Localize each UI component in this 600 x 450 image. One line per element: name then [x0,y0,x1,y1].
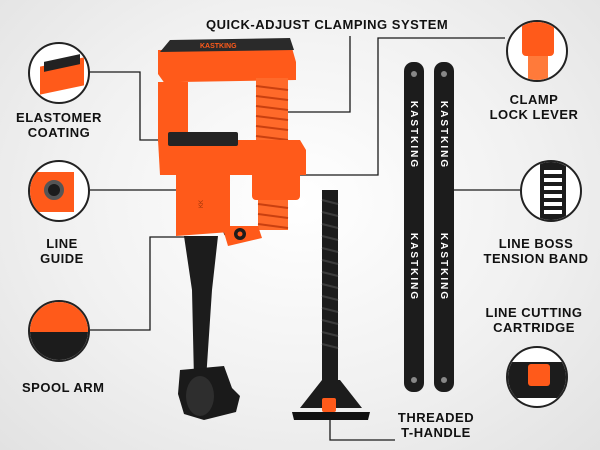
label-t-handle-line2: T-HANDLE [401,425,471,440]
clamp-body: KASTKING KK [158,38,306,420]
label-line-boss: LINE BOSS TENSION BAND [474,236,598,266]
leader-lines [88,36,520,441]
label-line-guide: LINE GUIDE [22,236,102,266]
leader-quick-adjust [285,36,351,113]
label-line-boss-line1: LINE BOSS [498,236,574,251]
band-right-brand-top: KASTKING [438,100,449,170]
label-line-guide-line1: LINE [46,236,78,251]
band-right-brand-bottom: KASTKING [438,232,449,302]
label-quick-adjust: QUICK-ADJUST CLAMPING SYSTEM [206,17,449,32]
callout-line-guide [28,160,90,222]
band-left-brand-bottom: KASTKING [408,232,419,302]
tension-bands [404,62,454,392]
label-clamp-lock-line2: LOCK LEVER [489,107,579,122]
label-line-cutting-line2: CARTRIDGE [493,320,575,335]
label-line-cutting: LINE CUTTING CARTRIDGE [470,305,598,335]
label-elastomer: ELASTOMER COATING [2,110,116,140]
top-jaw-brand: KASTKING [200,43,237,50]
label-line-guide-line2: GUIDE [40,251,84,266]
callout-elastomer [28,42,90,104]
label-spool-arm: SPOOL ARM [22,380,105,395]
callout-clamp-lock [506,20,568,82]
leader-spool-arm [90,236,185,331]
label-clamp-lock-line1: CLAMP [509,92,559,107]
label-line-boss-line2: TENSION BAND [483,251,589,266]
label-elastomer-line2: COATING [27,125,91,140]
label-t-handle-line1: THREADED [397,410,475,425]
callout-line-cutting [506,346,568,408]
label-t-handle: THREADED T-HANDLE [384,410,488,440]
band-left-brand-top: KASTKING [408,100,419,170]
svg-text:KK: KK [199,200,205,208]
label-clamp-lock: CLAMP LOCK LEVER [470,92,598,122]
callout-tension-band [520,160,582,222]
callout-spool-arm [28,300,90,362]
label-line-cutting-line1: LINE CUTTING [485,305,583,320]
t-handle [292,190,370,420]
label-elastomer-line1: ELASTOMER [16,110,102,125]
leader-clamp-lock [300,37,505,176]
